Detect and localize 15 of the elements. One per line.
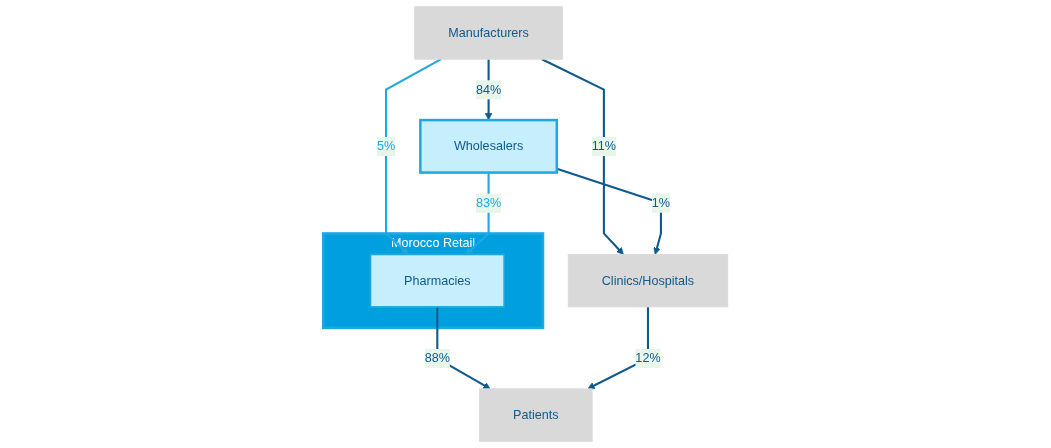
node-box: Pharmacies (369, 253, 505, 308)
edge-label: 1% (651, 195, 671, 210)
edge-label: 12% (635, 350, 661, 365)
edge-label: 83% (475, 195, 502, 210)
edge-label: 5% (376, 138, 396, 153)
edge-label: 11% (591, 138, 617, 153)
node-box: Patients (479, 388, 593, 442)
edge-label: 88% (424, 350, 450, 365)
arrow (385, 58, 442, 255)
edge-label: 84% (475, 81, 502, 97)
node-box: Manufacturers (414, 6, 563, 60)
arrow (541, 58, 624, 255)
arrow (556, 167, 662, 255)
node-box: Wholesalers (419, 118, 559, 174)
node-box: Clinics/Hospitals (567, 254, 729, 308)
